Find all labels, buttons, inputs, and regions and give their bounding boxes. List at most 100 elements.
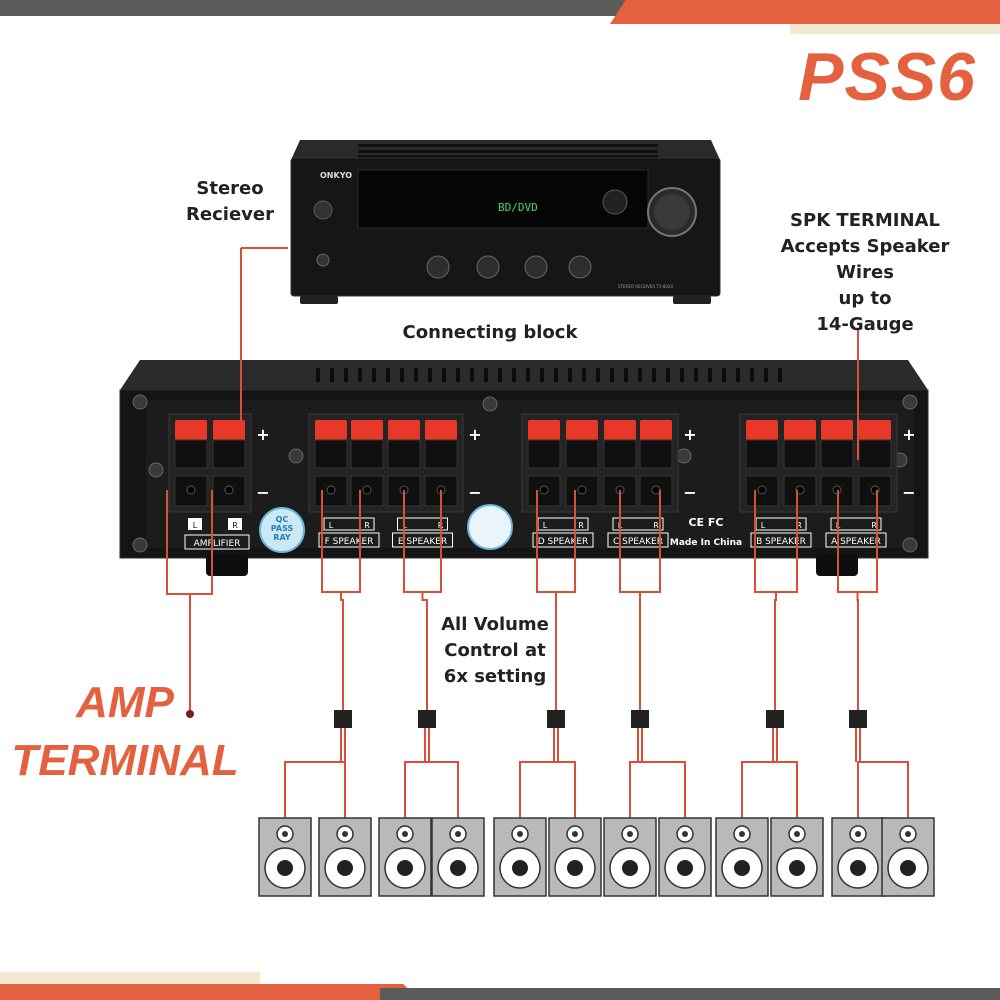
qc-badge-text: RAY	[273, 533, 291, 542]
made-in-label: Made In China	[670, 538, 742, 548]
red-terminal-clip	[351, 420, 383, 440]
zone-label: D SPEAKER	[538, 537, 589, 547]
red-terminal-clip	[784, 420, 816, 440]
zone-tag	[825, 532, 887, 548]
volume-control-box	[334, 710, 352, 728]
terminal-socket	[527, 439, 561, 469]
tweeter-center	[517, 831, 523, 837]
right-label: R	[232, 521, 238, 530]
lr-tag	[323, 517, 375, 531]
right-label: R	[653, 521, 659, 530]
volume-control-box	[631, 710, 649, 728]
stereo-receiver-label: Stereo Reciever	[186, 178, 274, 225]
vent-slot	[778, 368, 782, 382]
vent-slot	[456, 368, 460, 382]
left-label: L	[761, 521, 766, 530]
red-terminal-clip	[821, 420, 853, 440]
zone-tag	[750, 532, 812, 548]
vent-slot	[694, 368, 698, 382]
red-terminal-clip	[425, 420, 457, 440]
right-label: R	[796, 521, 802, 530]
screw-icon	[148, 462, 164, 478]
vent-slot	[638, 368, 642, 382]
qc-badge-text: QC	[276, 515, 289, 524]
red-terminal-clip	[175, 420, 207, 440]
plus-sign: +	[683, 425, 696, 444]
speaker-wire	[857, 761, 909, 818]
woofer-center	[677, 860, 693, 876]
volume-control-box	[766, 710, 784, 728]
minus-sign: −	[468, 483, 481, 502]
terminal-socket	[745, 439, 779, 469]
terminal-socket	[314, 439, 348, 469]
vent-slot	[316, 368, 320, 382]
terminal-socket	[424, 439, 458, 469]
vent-slot	[414, 368, 418, 382]
terminal-socket	[212, 439, 246, 469]
tweeter-center	[739, 831, 745, 837]
vent-slot	[568, 368, 572, 382]
lr-tag	[397, 517, 448, 531]
speaker-wire	[741, 761, 798, 818]
bottom-dark-band	[380, 988, 1000, 1000]
minus-sign: −	[683, 483, 696, 502]
tweeter-center	[855, 831, 861, 837]
right-label: R	[364, 521, 370, 530]
woofer-center	[567, 860, 583, 876]
amp-terminal-label: AMP TERMINAL	[11, 678, 239, 785]
wire-hole	[326, 485, 336, 495]
red-terminal-clip	[528, 420, 560, 440]
terminal-socket	[783, 439, 817, 469]
red-terminal-clip	[604, 420, 636, 440]
vent-slot	[512, 368, 516, 382]
tweeter-center	[402, 831, 408, 837]
lr-tag	[830, 517, 882, 531]
speaker-wire	[284, 761, 346, 818]
speaker-wire	[774, 592, 777, 710]
vent-slot	[484, 368, 488, 382]
vent-slot	[470, 368, 474, 382]
zone-tag	[532, 532, 594, 548]
right-label: R	[578, 521, 584, 530]
wire-hole	[651, 485, 661, 495]
zone-tag	[318, 532, 380, 548]
plus-sign: +	[468, 425, 481, 444]
terminal-socket	[174, 439, 208, 469]
vent-slot	[722, 368, 726, 382]
terminal-socket	[820, 439, 854, 469]
left-label: L	[193, 521, 198, 530]
tweeter-center	[905, 831, 911, 837]
vent-slot	[428, 368, 432, 382]
plus-sign: +	[902, 425, 915, 444]
qc-badge	[467, 504, 513, 550]
stereo-receiver: ONKYO BD/DVD STEREO RECEIVER TX-8020	[290, 140, 721, 304]
screw-icon	[132, 394, 148, 410]
vent-slot	[750, 368, 754, 382]
red-terminal-clip	[315, 420, 347, 440]
woofer-center	[450, 860, 466, 876]
top-light-band	[790, 24, 1000, 34]
vent-slot	[372, 368, 376, 382]
left-label: L	[543, 521, 548, 530]
plus-sign: +	[256, 425, 269, 444]
minus-sign: −	[902, 483, 915, 502]
woofer-center	[789, 860, 805, 876]
qc-badge-text: PASS	[271, 524, 294, 533]
woofer-center	[734, 860, 750, 876]
zone-label: C SPEAKER	[613, 537, 663, 547]
vent-slot	[442, 368, 446, 382]
bottom-accent-band	[0, 984, 420, 1000]
terminal-socket	[350, 439, 384, 469]
speaker-wire	[519, 761, 576, 818]
screw-icon	[482, 396, 498, 412]
speaker-wire	[421, 592, 428, 710]
left-tag	[188, 518, 202, 530]
wire-hole	[186, 485, 196, 495]
cert-marks: CE FC	[688, 516, 723, 529]
bottom-light-band	[0, 972, 260, 984]
screw-icon	[288, 448, 304, 464]
vent-slot	[358, 368, 362, 382]
woofer-center	[512, 860, 528, 876]
